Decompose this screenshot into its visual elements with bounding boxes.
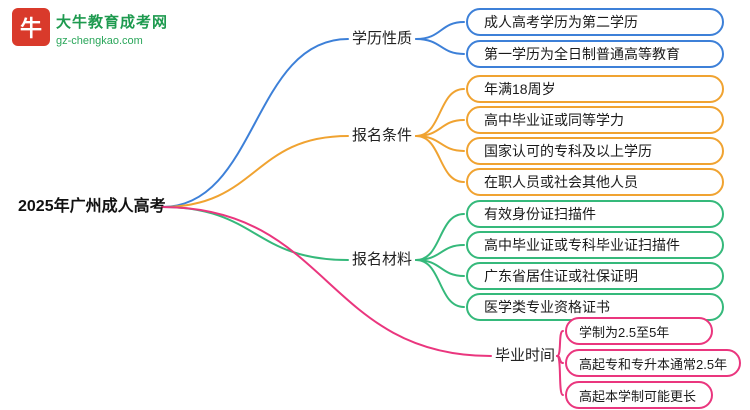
root-node: 2025年广州成人高考 (18, 198, 166, 215)
brand-url: gz-chengkao.com (56, 35, 143, 47)
leaf-node: 有效身份证扫描件 (466, 200, 724, 228)
brand-logo: 牛 大牛教育成考网 gz-chengkao.com (12, 8, 168, 47)
link-root-graduation-time (161, 206, 492, 357)
branch-label-graduation-time: 毕业时间 (495, 347, 556, 364)
link-root-degree-nature (161, 38, 349, 208)
brand-name: 大牛教育成考网 (56, 14, 169, 31)
link-root-registration-materials (161, 206, 349, 261)
link-leaf (415, 21, 465, 40)
link-leaf (556, 330, 564, 357)
leaf-node: 高中毕业证或同等学力 (466, 106, 724, 134)
leaf-node: 高起专和专升本通常2.5年 (565, 349, 742, 377)
link-root-registration-conditions (161, 135, 349, 208)
brand-logo-icon: 牛 (12, 8, 50, 46)
leaf-node: 广东省居住证或社保证明 (466, 262, 724, 290)
link-leaf (415, 135, 465, 183)
leaf-node: 学制为2.5至5年 (565, 317, 713, 345)
leaf-node: 年满18周岁 (466, 75, 724, 103)
branch-label-registration-conditions: 报名条件 (352, 127, 413, 144)
leaf-node: 高中毕业证或专科毕业证扫描件 (466, 231, 724, 259)
branch-label-registration-materials: 报名材料 (352, 251, 413, 268)
leaf-node: 高起本学制可能更长 (565, 381, 713, 409)
branch-label-degree-nature: 学历性质 (352, 30, 413, 47)
leaf-node: 医学类专业资格证书 (466, 293, 724, 321)
leaf-node: 国家认可的专科及以上学历 (466, 137, 724, 165)
link-leaf (556, 355, 564, 396)
link-leaf (415, 259, 465, 308)
leaf-node: 第一学历为全日制普通高等教育 (466, 40, 724, 68)
brand-text-block: 大牛教育成考网 gz-chengkao.com (56, 8, 168, 47)
leaf-node: 成人高考学历为第二学历 (466, 8, 724, 36)
link-leaf (415, 38, 465, 55)
leaf-node: 在职人员或社会其他人员 (466, 168, 724, 196)
